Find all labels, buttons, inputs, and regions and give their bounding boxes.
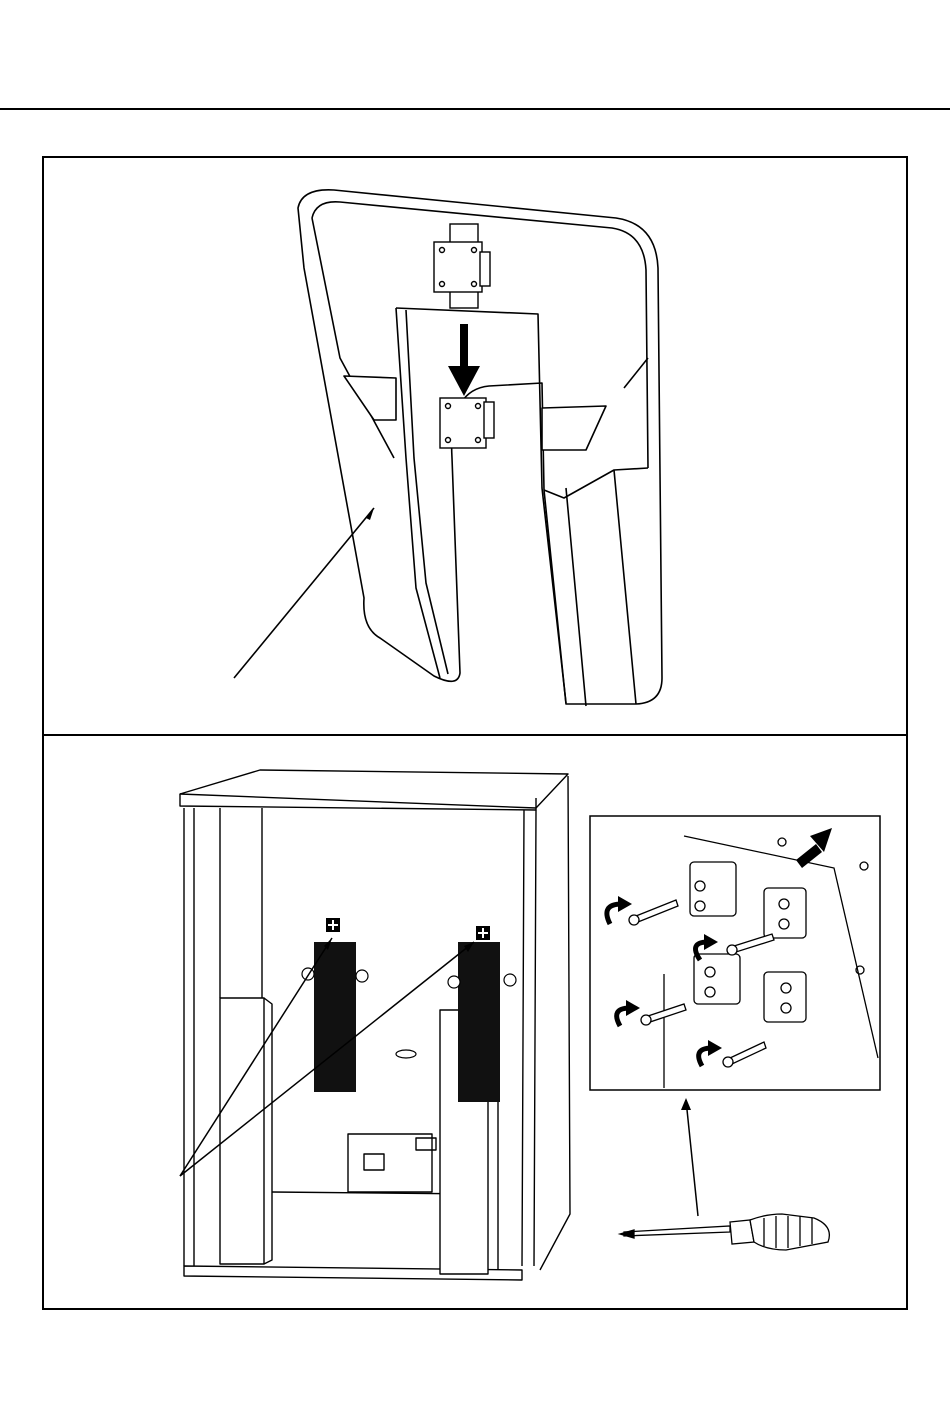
step-1-panel [42,156,908,736]
screwdriver-icon [620,1214,829,1250]
header-rule [0,108,950,110]
right-black-strip [458,942,500,1102]
leader-line [234,508,374,678]
stand-illustration [44,158,906,734]
plus-marker-icon [326,918,490,940]
mounting-bracket-lower-icon [440,398,494,448]
hinge-detail-inset [590,816,880,1090]
step-2-panel [42,734,908,1310]
cabinet-illustration [44,736,906,1308]
left-black-strip [314,942,356,1092]
leader-line [686,1100,698,1216]
